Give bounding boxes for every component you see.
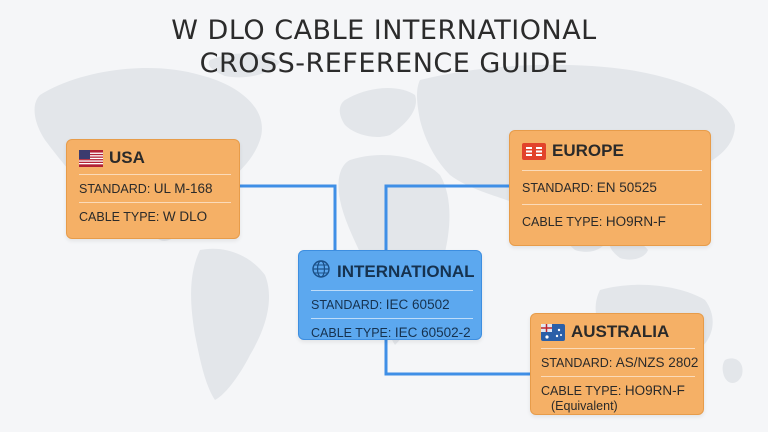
us-flag-icon xyxy=(79,149,103,167)
europe-name: EUROPE xyxy=(552,141,624,160)
divider xyxy=(522,170,702,171)
australia-standard-row: STANDARD: AS/NZS 2802 xyxy=(541,355,698,370)
australia-note: (Equivalent) xyxy=(551,399,618,413)
international-cable-row: CABLE TYPE: IEC 60502-2 xyxy=(311,325,473,340)
cable-type-label: CABLE TYPE: xyxy=(79,210,160,224)
title-line-2: CROSS-REFERENCE GUIDE xyxy=(199,48,569,79)
divider xyxy=(541,376,695,377)
usa-cable-row: CABLE TYPE: W DLO xyxy=(79,209,231,224)
divider xyxy=(541,348,695,349)
standard-value: IEC 60502 xyxy=(385,297,450,312)
cable-type-value: HO9RN-F xyxy=(624,383,685,398)
divider xyxy=(79,202,231,203)
usa-name: USA xyxy=(109,148,145,167)
cable-type-value: W DLO xyxy=(162,209,208,224)
usa-standard-row: STANDARD: UL M-168 xyxy=(79,181,231,196)
australia-name: AUSTRALIA xyxy=(571,322,670,341)
eu-flag-icon xyxy=(522,142,546,160)
divider xyxy=(311,290,473,291)
standard-label: STANDARD: xyxy=(79,182,151,196)
australia-card: AUSTRALIA STANDARD: AS/NZS 2802 CABLE TY… xyxy=(530,313,704,415)
cable-type-label: CABLE TYPE: xyxy=(522,215,603,229)
globe-icon xyxy=(311,259,331,284)
usa-card: USA STANDARD: UL M-168 CABLE TYPE: W DLO xyxy=(66,139,240,239)
europe-standard-row: STANDARD: EN 50525 xyxy=(522,180,702,195)
standard-label: STANDARD: xyxy=(311,298,383,312)
standard-label: STANDARD: xyxy=(541,356,613,370)
international-card: INTERNATIONAL STANDARD: IEC 60502 CABLE … xyxy=(298,250,482,340)
divider xyxy=(522,204,702,205)
divider xyxy=(79,174,231,175)
australia-cable-row: CABLE TYPE: HO9RN-F xyxy=(541,383,695,398)
international-standard-row: STANDARD: IEC 60502 xyxy=(311,297,473,312)
international-name: INTERNATIONAL xyxy=(337,261,475,281)
standard-label: STANDARD: xyxy=(522,181,594,195)
cable-type-label: CABLE TYPE: xyxy=(311,326,392,340)
europe-card: EUROPE STANDARD: EN 50525 CABLE TYPE: HO… xyxy=(509,130,711,246)
cable-type-value: IEC 60502-2 xyxy=(394,325,471,340)
standard-value: UL M-168 xyxy=(153,181,213,196)
title-line-1: W DLO CABLE INTERNATIONAL xyxy=(171,15,597,46)
australia-flag-icon xyxy=(541,323,565,341)
standard-value: EN 50525 xyxy=(596,180,657,195)
divider xyxy=(311,318,473,319)
europe-cable-row: CABLE TYPE: HO9RN-F xyxy=(522,214,702,229)
cable-type-label: CABLE TYPE: xyxy=(541,384,622,398)
cable-type-value: HO9RN-F xyxy=(605,214,666,229)
page-title: W DLO CABLE INTERNATIONAL CROSS-REFERENC… xyxy=(0,14,768,80)
standard-value: AS/NZS 2802 xyxy=(615,355,699,370)
